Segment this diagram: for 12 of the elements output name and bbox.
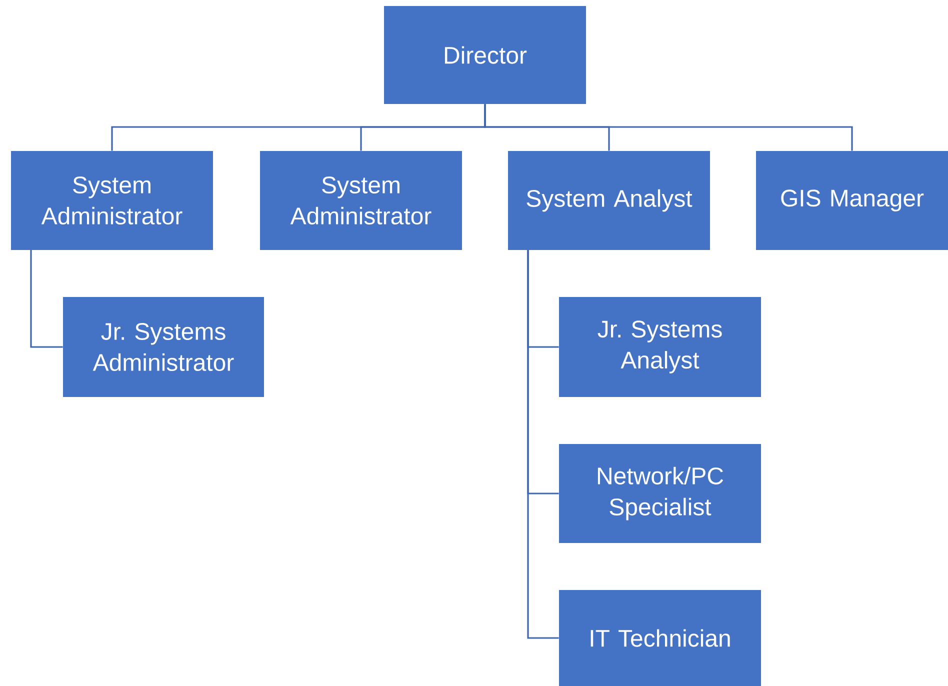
org-box: System Analyst xyxy=(508,151,710,250)
org-box: GIS Manager xyxy=(756,151,948,250)
org-box: Jr. Systems Analyst xyxy=(559,297,761,397)
org-box: IT Technician xyxy=(559,590,761,686)
org-box: Network/PC Specialist xyxy=(559,444,761,543)
org-box: System Administrator xyxy=(11,151,213,250)
org-box: Jr. Systems Administrator xyxy=(63,297,264,397)
org-box: Director xyxy=(384,6,586,104)
connector-line xyxy=(30,250,63,348)
connector-line xyxy=(484,104,853,151)
connector-line xyxy=(527,250,559,639)
org-box: System Administrator xyxy=(260,151,462,250)
